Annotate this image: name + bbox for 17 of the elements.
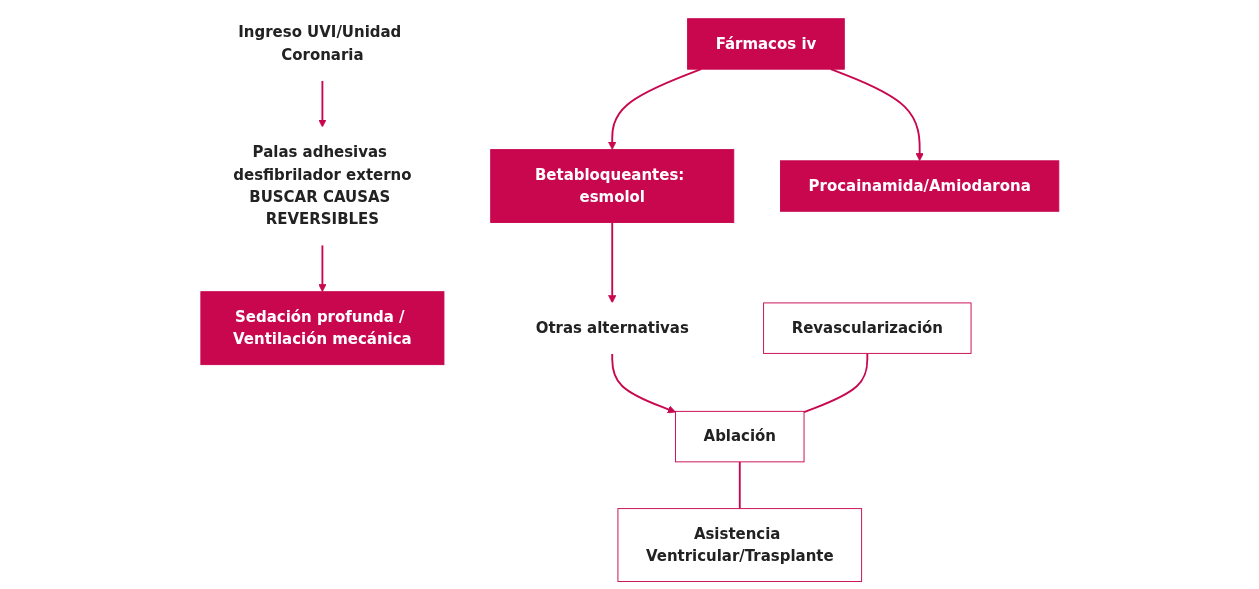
node-box: Ablación bbox=[674, 410, 805, 463]
node-text: Ingreso UVI/Unidad Coronaria bbox=[237, 23, 401, 64]
node-box: Asistencia Ventricular/Trasplante bbox=[617, 508, 862, 582]
node-text: Palas adhesivas desfibrilador externo BUSCAR CAUSAS REVERSIBLES bbox=[232, 143, 412, 229]
node-text: Otras alternativas bbox=[535, 318, 689, 337]
connector bbox=[738, 460, 741, 510]
node-box: Fármacos iv bbox=[686, 18, 845, 70]
connector bbox=[802, 352, 868, 414]
node-box: Sedación profunda / Ventilación mecánica bbox=[200, 291, 445, 366]
node-box: Betabloqueantes: esmolol bbox=[489, 149, 734, 223]
arrow bbox=[607, 221, 616, 304]
arrow bbox=[317, 244, 327, 293]
arrow bbox=[610, 352, 676, 414]
arrow bbox=[317, 79, 327, 128]
arrow bbox=[607, 68, 702, 150]
node-box: Revascularización bbox=[762, 302, 972, 354]
node-box: Procainamida/Amiodarona bbox=[779, 160, 1059, 212]
